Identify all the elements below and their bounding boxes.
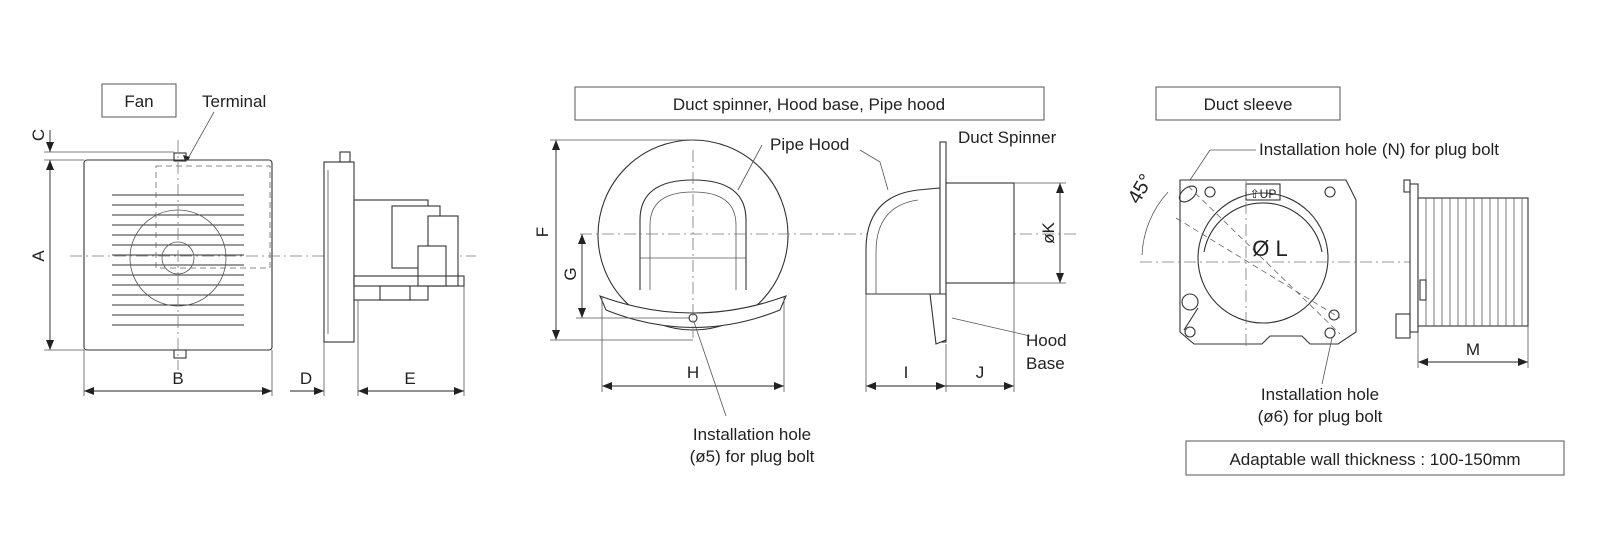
- dim-m: M: [1466, 340, 1480, 359]
- duct-title: Duct spinner, Hood base, Pipe hood: [673, 95, 945, 114]
- sleeve-title: Duct sleeve: [1204, 95, 1293, 114]
- fan-side-view: [323, 151, 465, 343]
- angle-arc: [1141, 191, 1169, 256]
- sleeve-side-view: [1395, 179, 1529, 339]
- sleeve-threads: [1425, 198, 1523, 326]
- wall-thickness-label: Adaptable wall thickness : 100-150mm: [1229, 450, 1520, 469]
- fan-front-view: [70, 140, 476, 370]
- duct-title-box: [574, 86, 1045, 121]
- dim-a: A: [29, 250, 48, 262]
- dia-l-label: Ø L: [1252, 236, 1287, 261]
- install-hole-n-label: Installation hole (N) for plug bolt: [1259, 140, 1499, 159]
- dim-h: H: [687, 363, 699, 382]
- dim-f: F: [533, 227, 552, 237]
- hood-base-label-1: Hood: [1026, 331, 1067, 350]
- dim-d: D: [300, 369, 312, 388]
- install-hole-6-label-1: Installation hole: [1261, 385, 1379, 404]
- pipe-hood-front-view: Pipe Hood: [580, 135, 1080, 340]
- dim-j: J: [976, 363, 985, 382]
- terminal-label: Terminal: [202, 92, 266, 111]
- wall-thickness-box: [1185, 440, 1565, 476]
- pipe-hood-side-view: Duct Spinner Hood Base: [859, 128, 1067, 373]
- duct-dimensions: F G H I J ø: [533, 139, 1066, 392]
- install-hole-5-label-2: (ø5) for plug bolt: [690, 447, 815, 466]
- dim-k: øK: [1039, 221, 1058, 243]
- up-mark: ⇧UP: [1250, 187, 1277, 201]
- pipe-hood-label: Pipe Hood: [770, 135, 849, 154]
- sleeve-title-box: [1155, 86, 1341, 121]
- angle-label: 45°: [1124, 170, 1158, 207]
- install-hole-6-leader: [1321, 337, 1333, 385]
- hood-base-label-2: Base: [1026, 354, 1065, 373]
- duct-section: Duct spinner, Hood base, Pipe hood Pipe …: [533, 86, 1080, 466]
- duct-spinner-label: Duct Spinner: [958, 128, 1057, 147]
- fan-title: Fan: [124, 92, 153, 111]
- dim-e: E: [404, 369, 415, 388]
- fan-dimensions: A C B D E: [29, 129, 465, 396]
- terminal-leader: [185, 111, 215, 163]
- dim-c: C: [29, 129, 48, 141]
- fan-title-box: [101, 83, 177, 118]
- install-hole-5-label-1: Installation hole: [693, 425, 811, 444]
- fan-section: Fan Terminal: [29, 83, 476, 396]
- install-hole-6-label-2: (ø6) for plug bolt: [1258, 407, 1383, 426]
- dim-g: G: [561, 267, 580, 280]
- dim-b: B: [172, 369, 183, 388]
- duct-sleeve-section: Duct sleeve Installation hole (N) for pl…: [1124, 86, 1565, 476]
- install-hole-5-leader: [693, 321, 727, 417]
- dim-i: I: [904, 363, 909, 382]
